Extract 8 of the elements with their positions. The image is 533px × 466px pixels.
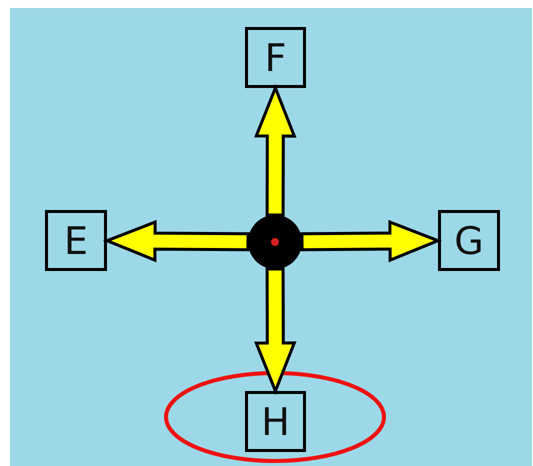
block-arrow — [102, 220, 250, 262]
letter-box: H — [245, 391, 306, 452]
letter-box: G — [438, 210, 500, 271]
block-arrow — [254, 84, 296, 216]
block-arrow — [254, 268, 296, 396]
letter-box: F — [245, 27, 306, 88]
letter-box: E — [45, 210, 107, 271]
block-arrow — [300, 220, 442, 262]
